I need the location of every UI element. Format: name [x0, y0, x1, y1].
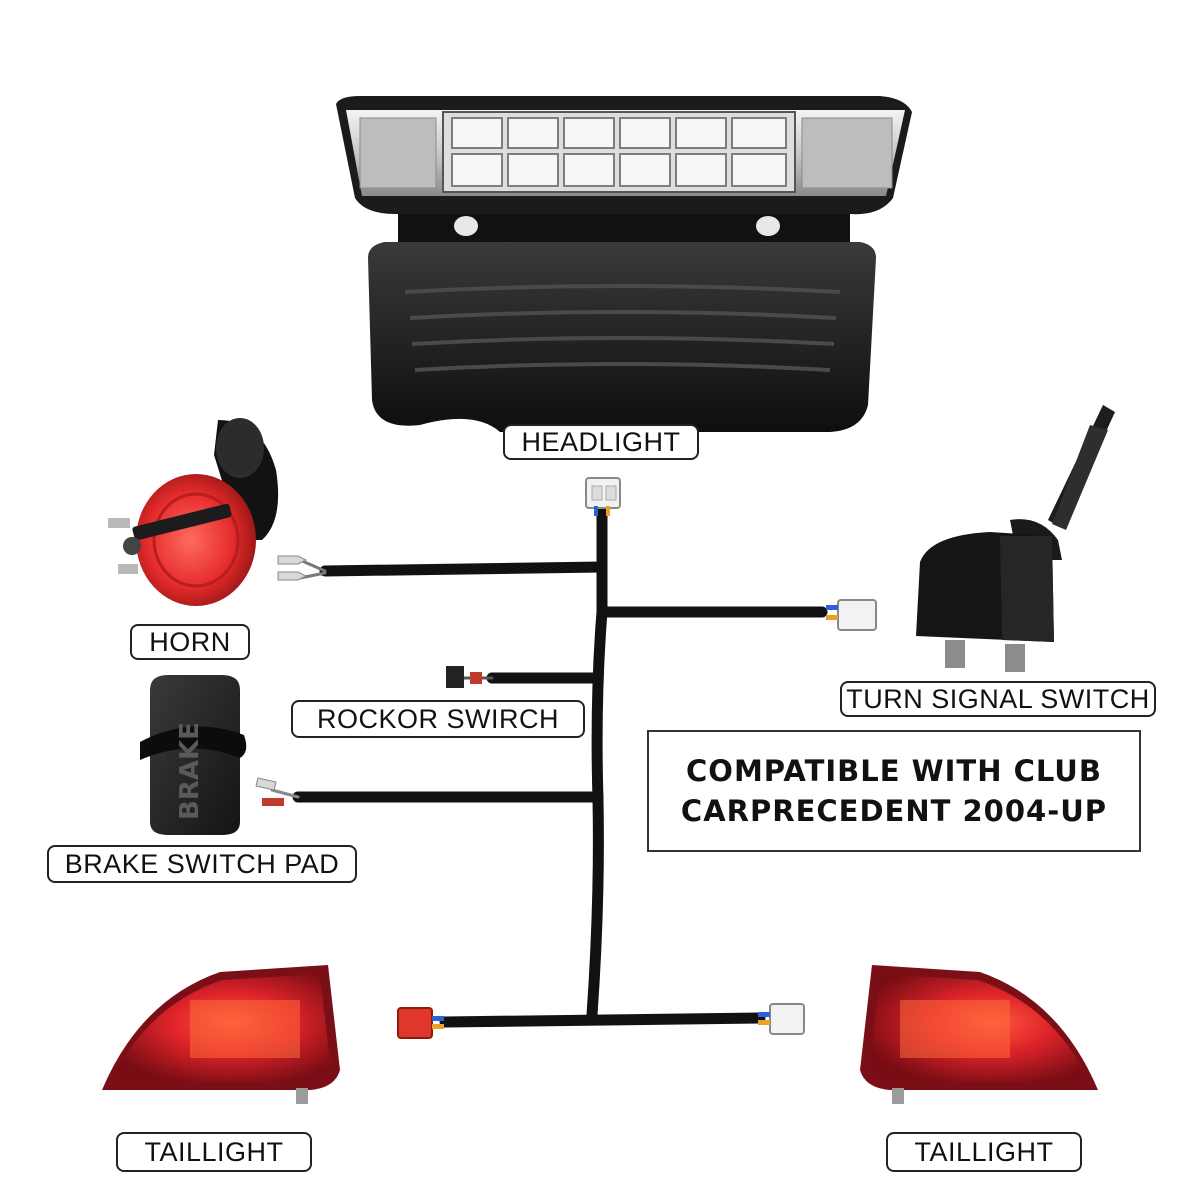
- taillight-right-connector: [758, 1003, 805, 1035]
- compatibility-box: COMPATIBLE WITH CLUB CARPRECEDENT 2004-U…: [647, 730, 1141, 852]
- wiring-harness: [270, 506, 828, 1028]
- rocker-switch-label: ROCKOR SWIRCH: [291, 700, 585, 738]
- compatibility-line-2: CARPRECEDENT 2004-UP: [680, 794, 1108, 828]
- rocker-switch-connector: [446, 666, 482, 688]
- turn-signal-switch-label: TURN SIGNAL SWITCH: [840, 681, 1156, 717]
- turn-signal-switch-part: [916, 405, 1115, 672]
- taillight-left-label: TAILLIGHT: [116, 1132, 312, 1172]
- brake-switch-terminal: [255, 777, 284, 806]
- compatibility-line-1: COMPATIBLE WITH CLUB: [686, 754, 1102, 788]
- horn-part: [108, 418, 279, 606]
- brake-switch-pad-part: BRAKE: [140, 675, 247, 835]
- taillight-right-part: [860, 965, 1098, 1104]
- headlight-assembly: [336, 96, 912, 432]
- headlight-label: HEADLIGHT: [503, 424, 699, 460]
- taillight-right-label: TAILLIGHT: [886, 1132, 1082, 1172]
- taillight-left-connector: [397, 1007, 444, 1039]
- horn-label: HORN: [130, 624, 250, 660]
- headlight-connector: [585, 477, 621, 516]
- turn-signal-connector: [826, 599, 877, 631]
- brake-pad-embossed-text: BRAKE: [175, 722, 205, 820]
- brake-switch-pad-label: BRAKE SWITCH PAD: [47, 845, 357, 883]
- horn-terminals: [277, 555, 308, 581]
- taillight-left-part: [102, 965, 340, 1104]
